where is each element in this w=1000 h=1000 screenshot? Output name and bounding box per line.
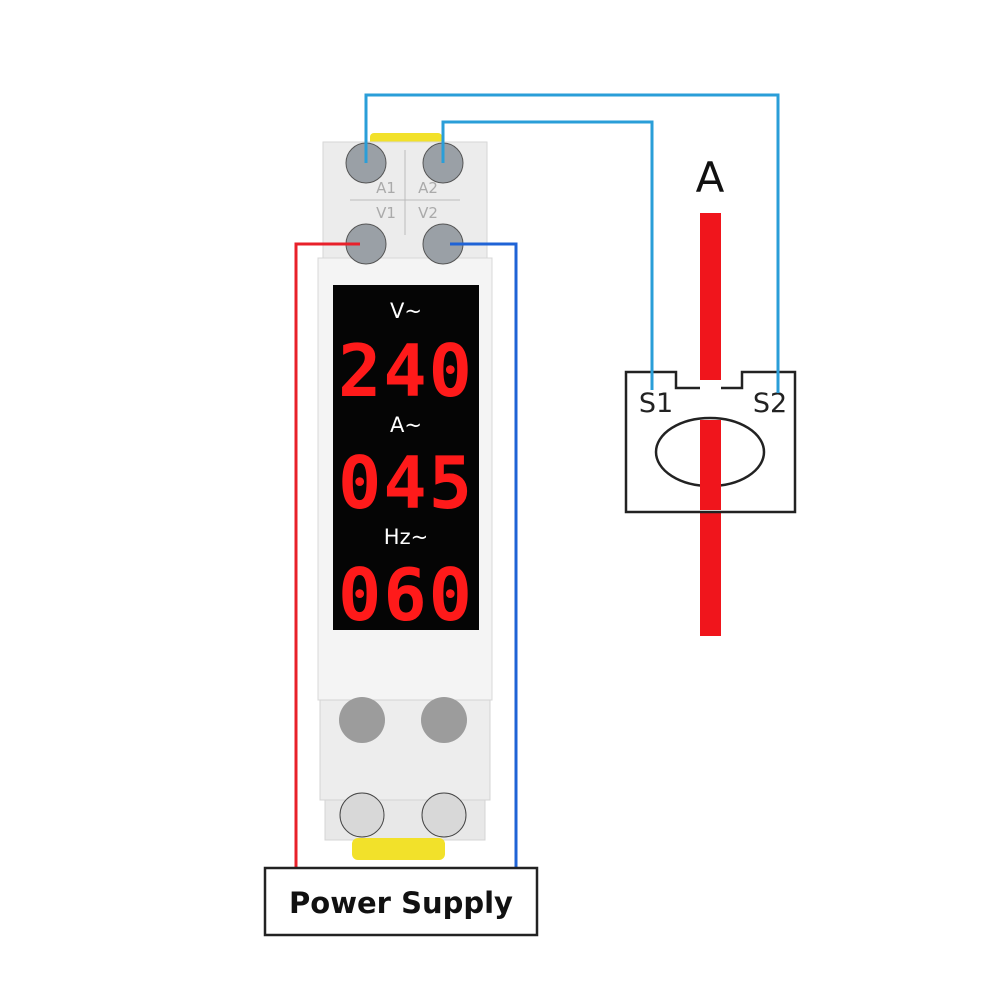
current-readout: 045 [338,441,474,525]
terminal-label-a1: A1 [376,179,396,197]
terminal-label-v1: V1 [376,204,396,222]
display-panel [333,285,479,630]
wire-v2-neutral [450,242,518,868]
voltage-unit-label: V~ [390,299,422,323]
power-supply-box [263,866,539,937]
screw-hole-icon [421,697,467,743]
terminal-label-v2: V2 [418,204,438,222]
conductor-through-ct [700,420,721,510]
wire-v1-live [294,242,360,868]
ct-s1-label: S1 [639,388,673,419]
frequency-readout: 060 [338,553,474,637]
ct-s2-label: S2 [753,388,787,419]
wire-a2-to-s1 [441,120,654,390]
din-clip-bottom [352,838,445,860]
current-unit-label: A~ [390,413,422,437]
power-supply-label: Power Supply [289,886,513,920]
conductor-label: A [696,153,725,202]
lower-screw-holes [339,697,467,838]
voltage-readout: 240 [338,329,474,413]
terminal-label-a2: A2 [418,179,438,197]
screw-hole-icon [421,792,467,838]
screw-hole-icon [339,792,385,838]
wire-a1-to-s2 [364,93,780,393]
screw-hole-icon [339,697,385,743]
ct-gap [700,380,721,420]
frequency-unit-label: Hz~ [384,525,428,549]
